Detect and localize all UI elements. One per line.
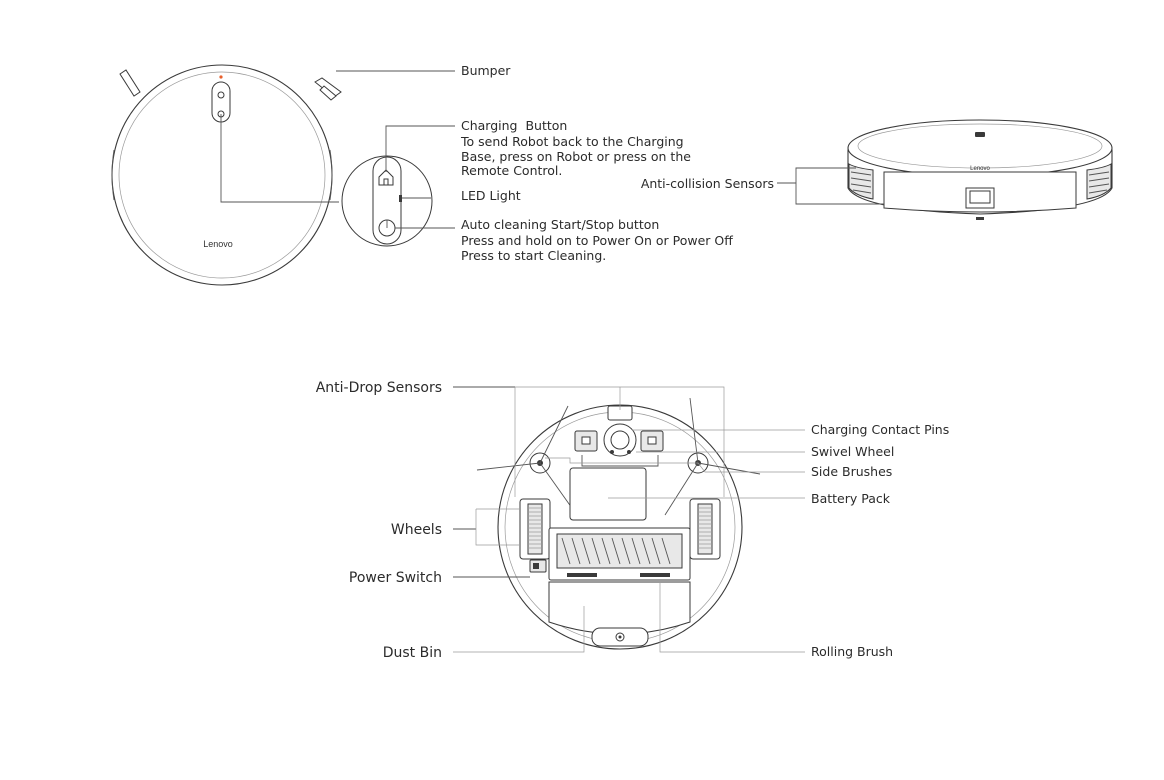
charging-pin-left — [610, 450, 614, 454]
label-swivel-wheel: Swivel Wheel — [811, 444, 894, 459]
charging-home-icon[interactable] — [378, 169, 394, 186]
label-power-switch: Power Switch — [349, 570, 442, 586]
side-view: Lenovo Anti-collision Sensors — [641, 119, 1113, 220]
label-charging-button: Charging Button — [461, 118, 567, 133]
indicator-dot — [219, 75, 223, 79]
label-charging-pins: Charging Contact Pins — [811, 422, 949, 437]
label-charging-desc-1: To send Robot back to the Charging — [460, 134, 684, 149]
label-wheels: Wheels — [391, 522, 442, 538]
wheel-left — [519, 498, 551, 560]
label-led-light: LED Light — [461, 188, 521, 203]
side-brand-logo: Lenovo — [970, 166, 990, 172]
anti-collision-sensor-right — [1086, 163, 1112, 200]
power-icon[interactable] — [378, 219, 396, 237]
led-indicator — [399, 195, 402, 202]
label-bumper: Bumper — [461, 63, 511, 78]
battery-pack — [569, 467, 647, 521]
label-dust-bin: Dust Bin — [383, 645, 442, 661]
label-charging-desc-3: Remote Control. — [461, 163, 562, 178]
label-rolling-brush: Rolling Brush — [811, 644, 893, 659]
anti-collision-sensor-left — [848, 163, 874, 200]
label-battery-pack: Battery Pack — [811, 491, 891, 506]
label-anti-collision: Anti-collision Sensors — [641, 176, 774, 191]
label-side-brushes: Side Brushes — [811, 464, 892, 479]
label-auto-cleaning-desc-2: Press to start Cleaning. — [461, 248, 606, 263]
label-charging-desc-2: Base, press on Robot or press on the — [461, 149, 691, 164]
wheel-right — [689, 498, 721, 560]
top-view: Lenovo Bumper Charging Button To send Ro… — [111, 63, 733, 286]
bottom-view: Anti-Drop Sensors Wheels Power Switch Du… — [316, 380, 950, 661]
label-anti-drop: Anti-Drop Sensors — [316, 380, 442, 396]
charging-pin-right — [627, 450, 631, 454]
dust-bin — [548, 581, 691, 635]
top-brand-logo: Lenovo — [203, 239, 233, 249]
label-auto-cleaning-desc-1: Press and hold on to Power On or Power O… — [461, 233, 733, 248]
side-top-button — [975, 132, 985, 137]
label-auto-cleaning: Auto cleaning Start/Stop button — [461, 217, 659, 232]
